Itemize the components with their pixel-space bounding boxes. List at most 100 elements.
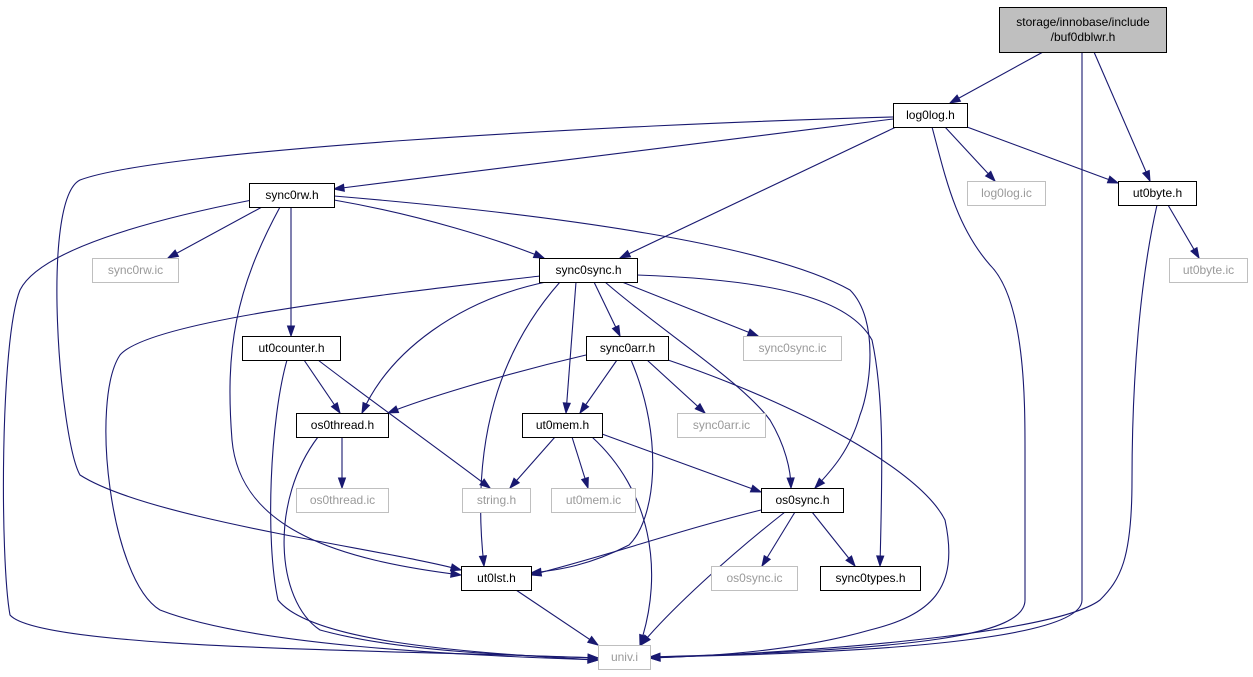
arrowhead — [786, 477, 795, 490]
node-box — [1169, 258, 1248, 283]
node-label: sync0sync.h — [555, 263, 621, 277]
node-box — [296, 488, 389, 513]
edge-log0log_h-to-ut0lst_h — [56, 116, 894, 572]
nodes-layer: storage/innobase/include/buf0dblwr.h log0… — [92, 7, 1248, 670]
edge-sync0rw_h-to-ut0counter_h — [286, 207, 296, 338]
edges-layer — [2, 51, 1200, 664]
edge-ut0mem_h-to-univ_i — [591, 436, 653, 647]
edge-sync0sync_h-to-os0sync_h — [604, 281, 795, 490]
arrowhead — [386, 405, 400, 414]
node-os0sync-ic: os0sync.ic — [711, 566, 798, 591]
edge-os0sync_h-to-univ_i — [640, 511, 786, 647]
node-box — [249, 183, 335, 208]
edge-log0log_h-to-log0log_ic — [944, 126, 997, 183]
arrowhead — [337, 477, 347, 490]
node-ut0byte-ic: ut0byte.ic — [1169, 258, 1248, 283]
arrowhead — [479, 478, 492, 489]
edge-sync0sync_h-to-ut0lst_h — [478, 281, 561, 568]
edge-ut0mem_h-to-string_h — [508, 436, 556, 490]
node-sync0arr-ic: sync0arr.ic — [677, 413, 766, 438]
arrowhead — [449, 563, 463, 572]
node-sync0rw-h[interactable]: sync0rw.h — [249, 183, 335, 208]
edge-sync0sync_h-to-ut0mem_h — [562, 281, 577, 415]
node-box — [462, 488, 531, 513]
node-label: ut0counter.h — [258, 341, 324, 355]
node-box — [598, 645, 651, 670]
node-label: os0sync.ic — [726, 571, 782, 585]
node-ut0lst-h[interactable]: ut0lst.h — [461, 566, 532, 591]
arrowhead — [1141, 169, 1151, 183]
node-label: ut0byte.h — [1133, 186, 1182, 200]
arrowhead — [948, 94, 962, 104]
arrowhead — [529, 568, 543, 577]
edge-sync0rw_h-to-sync0rw_ic — [166, 206, 263, 259]
node-sync0types-h[interactable]: sync0types.h — [820, 566, 921, 591]
edge-ut0counter_h-to-string_h — [317, 359, 492, 489]
node-label: ut0byte.ic — [1183, 263, 1234, 277]
node-label: sync0types.h — [835, 571, 905, 585]
edge-buf0dblwr-to-ut0byte_h — [1093, 51, 1151, 183]
node-label: os0thread.ic — [310, 493, 375, 507]
node-label: ut0mem.h — [536, 418, 589, 432]
node-label: univ.i — [611, 650, 638, 664]
node-ut0counter-h[interactable]: ut0counter.h — [242, 336, 341, 361]
node-univ-i: univ.i — [598, 645, 651, 670]
node-ut0byte-h[interactable]: ut0byte.h — [1118, 181, 1197, 206]
node-sync0sync-h[interactable]: sync0sync.h — [539, 258, 638, 283]
arrowhead — [332, 183, 345, 192]
edge-sync0arr_h-to-ut0mem_h — [579, 359, 618, 415]
node-label: log0log.h — [906, 108, 955, 122]
edge-sync0arr_h-to-ut0lst_h — [529, 359, 654, 577]
edge-log0log_h-to-ut0byte_h — [966, 126, 1120, 184]
node-label: string.h — [477, 493, 516, 507]
node-box — [242, 336, 341, 361]
edge-sync0rw_h-to-sync0sync_h — [333, 199, 546, 259]
edge-ut0byte_h-to-ut0byte_ic — [1167, 204, 1200, 260]
node-label: log0log.ic — [981, 186, 1032, 200]
edge-sync0rw_h-to-os0sync_h — [333, 195, 871, 490]
arrowhead — [648, 653, 661, 662]
arrowhead — [166, 249, 180, 259]
edge-ut0counter_h-to-os0thread_h — [303, 359, 341, 415]
node-box — [999, 7, 1167, 53]
node-box — [539, 258, 638, 283]
node-log0log-h[interactable]: log0log.h — [893, 103, 968, 128]
node-label: sync0rw.ic — [108, 263, 163, 277]
node-buf0dblwr[interactable]: storage/innobase/include/buf0dblwr.h — [999, 7, 1167, 53]
arrowhead — [761, 554, 772, 568]
node-sync0arr-h[interactable]: sync0arr.h — [586, 336, 669, 361]
edge-os0sync_h-to-sync0types_h — [811, 511, 856, 568]
node-os0thread-ic: os0thread.ic — [296, 488, 389, 513]
arrowhead — [532, 250, 546, 259]
arrowhead — [330, 401, 341, 415]
arrowhead — [361, 401, 371, 415]
arrowhead — [1190, 246, 1200, 260]
arrowhead — [749, 484, 763, 493]
arrowhead — [618, 249, 632, 259]
node-log0log-ic: log0log.ic — [967, 181, 1046, 206]
edge-os0thread_h-to-os0thread_ic — [337, 437, 347, 490]
node-os0sync-h[interactable]: os0sync.h — [761, 488, 844, 513]
node-ut0mem-h[interactable]: ut0mem.h — [522, 413, 603, 438]
edge-sync0arr_h-to-sync0arr_ic — [646, 359, 707, 415]
arrowhead — [508, 477, 521, 490]
edge-sync0sync_h-to-sync0sync_ic — [621, 281, 760, 337]
edge-os0sync_h-to-ut0lst_h — [529, 509, 762, 577]
node-label: os0thread.h — [311, 418, 374, 432]
arrowhead — [450, 569, 463, 578]
edge-ut0mem_h-to-ut0mem_ic — [571, 436, 589, 490]
arrowhead — [586, 635, 600, 646]
arrowhead — [286, 325, 296, 338]
node-os0thread-h[interactable]: os0thread.h — [296, 413, 389, 438]
edge-os0thread_h-to-univ_i — [283, 436, 600, 662]
node-box — [522, 413, 603, 438]
node-box — [761, 488, 844, 513]
arrowhead — [694, 402, 707, 415]
node-box — [586, 336, 669, 361]
node-label: /buf0dblwr.h — [1051, 30, 1116, 44]
edge-sync0sync_h-to-univ_i — [105, 275, 600, 664]
node-box — [296, 413, 389, 438]
node-label: sync0arr.ic — [693, 418, 750, 432]
node-box — [711, 566, 798, 591]
